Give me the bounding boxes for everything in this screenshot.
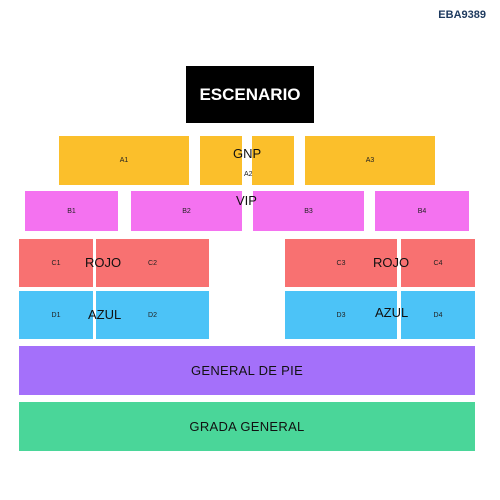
section-c1-label: C1: [51, 259, 61, 267]
grada-general-label: GRADA GENERAL: [189, 419, 305, 434]
section-b3[interactable]: B3: [253, 191, 364, 231]
section-d4[interactable]: D4: [401, 291, 475, 339]
section-b2[interactable]: B2: [131, 191, 242, 231]
section-a3[interactable]: A3: [305, 136, 435, 185]
vip-label: VIP: [236, 193, 257, 208]
section-a1[interactable]: A1: [59, 136, 189, 185]
section-c2[interactable]: C2: [96, 239, 209, 287]
section-a2-left[interactable]: [200, 136, 242, 185]
section-d2-label: D2: [148, 311, 157, 319]
section-c4-label: C4: [433, 259, 443, 267]
section-a1-label: A1: [119, 157, 129, 164]
section-d1[interactable]: D1: [19, 291, 93, 339]
section-c1[interactable]: C1: [19, 239, 93, 287]
section-d2[interactable]: D2: [96, 291, 209, 339]
section-general-de-pie[interactable]: GENERAL DE PIE: [19, 346, 475, 395]
section-c3-label: C3: [336, 259, 346, 267]
section-b2-label: B2: [182, 207, 191, 215]
section-a2-label: A2: [244, 171, 253, 178]
section-d3[interactable]: D3: [285, 291, 397, 339]
rojo-label-right: ROJO: [373, 255, 410, 270]
stage: ESCENARIO: [186, 66, 314, 123]
rojo-label-left: ROJO: [85, 255, 122, 270]
section-b1-label: B1: [67, 207, 76, 215]
section-d4-label: D4: [433, 311, 443, 319]
section-grada-general[interactable]: GRADA GENERAL: [19, 402, 475, 451]
azul-label-left: AZUL: [88, 307, 122, 322]
section-c2-label: C2: [148, 259, 157, 267]
general-de-pie-label: GENERAL DE PIE: [190, 363, 304, 378]
section-b4-label: B4: [417, 207, 427, 215]
section-c3[interactable]: C3: [285, 239, 397, 287]
section-b4[interactable]: B4: [375, 191, 469, 231]
event-code: EBA9389: [438, 9, 486, 21]
azul-label-right: AZUL: [375, 305, 409, 320]
stage-label: ESCENARIO: [199, 84, 301, 104]
section-c4[interactable]: C4: [401, 239, 475, 287]
section-d3-label: D3: [336, 311, 346, 319]
section-a2-right[interactable]: [252, 136, 294, 185]
section-d1-label: D1: [51, 311, 61, 319]
section-a3-label: A3: [365, 157, 375, 164]
section-b1[interactable]: B1: [25, 191, 118, 231]
section-b3-label: B3: [304, 207, 313, 215]
gnp-label: GNP: [233, 146, 262, 161]
